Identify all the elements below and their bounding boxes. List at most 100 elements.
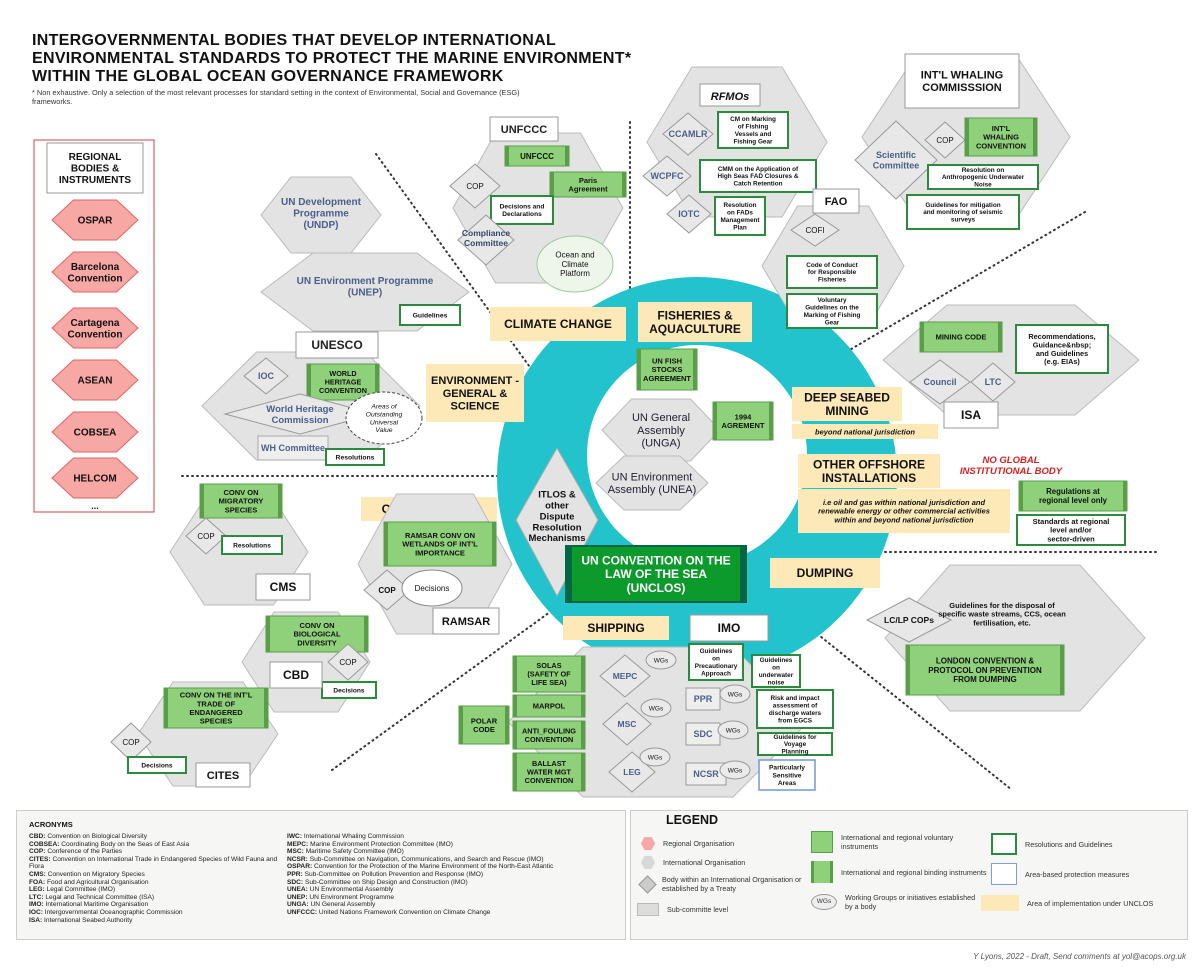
council-label: Council [924, 377, 957, 387]
square-icon [637, 903, 659, 916]
lc-conv-bar-r [1060, 645, 1064, 695]
leg-wgs-label: WGs [648, 754, 663, 761]
isa-mining-bar-r [998, 322, 1002, 352]
imo-bwm-box [512, 752, 586, 792]
isa-mining-box [919, 321, 1003, 353]
iwc-title-box [904, 53, 1020, 109]
no-global-regs-bar-r [1123, 481, 1127, 511]
regional-item-5: HELCOM [73, 474, 116, 485]
unesco-title-label: UNESCO [311, 338, 362, 352]
acronym-item: FOA: Food and Agricultural Organisation [29, 878, 149, 886]
legend-intl: International Organisation [641, 856, 811, 869]
unfccc-compliance-diamond [457, 214, 515, 266]
unep-guidelines-label: Guidelines [413, 312, 448, 319]
fish-stocks-box [636, 348, 698, 391]
regional-more: ... [91, 501, 99, 511]
cites-title-box [195, 762, 251, 788]
wg-icon: WGs [811, 894, 837, 910]
ltc-label: LTC [985, 377, 1002, 387]
isa-recs-box [1015, 324, 1109, 374]
cms-conv-bar-r [278, 484, 282, 518]
cms-title-box [255, 573, 311, 601]
acronym-item: LTC: Legal and Technical Committee (ISA) [29, 893, 155, 901]
acronyms-panel: ACRONYMS CBD: Convention on Biological D… [16, 810, 626, 940]
cbd-decisions-label: Decisions [333, 687, 364, 694]
ppr-wgs-shape [719, 684, 751, 704]
cms-title: CMS [270, 580, 297, 594]
cites-conv-box [163, 687, 269, 729]
ioc-label: IOC [258, 371, 275, 381]
area-environment-box [426, 364, 524, 422]
area-fisheries-box [638, 302, 752, 342]
cbd-conv-bar-r [364, 616, 368, 652]
legend-body: Body within an International Organisatio… [638, 874, 821, 894]
imo-title-box [689, 614, 769, 642]
unfccc-paris-box [549, 171, 627, 198]
agreement-1994-bar-r [769, 402, 773, 440]
page-title: INTERGOVERNMENTAL BODIES THAT DEVELOP IN… [32, 32, 632, 85]
imo-afs-bar-l [513, 721, 517, 749]
ppr-label: PPR [694, 694, 713, 704]
rfmos-cm1-box [717, 111, 789, 149]
unfccc-title-label: UNFCCC [501, 124, 547, 136]
lc-conv-bar-l [906, 645, 910, 695]
acronym-item: CMS: Convention on Migratory Species [29, 870, 145, 878]
ramsar-title: RAMSAR [442, 616, 490, 628]
lc-cops: LC/LP COPs [884, 615, 934, 625]
isa-mining-label: MINING CODE [936, 333, 987, 342]
acronym-item: UNFCCC: United Nations Framework Convent… [287, 908, 491, 916]
imo-polar-bar-l [459, 706, 463, 744]
isa-mining-bar-l [920, 322, 924, 352]
whc-conv-bar-r [375, 364, 379, 400]
credit-line: Y Lyons, 2022 - Draft, Send comments at … [973, 952, 1186, 961]
whc-conv-bar-l [307, 364, 311, 400]
acronym-item: COP: Conference of the Parties [29, 848, 123, 856]
agreement-1994-bar-l [713, 402, 717, 440]
regional-item-4: COBSEA [74, 428, 117, 439]
cms-cop: COP [197, 532, 214, 541]
cms-conv-box [199, 483, 283, 519]
isa-title-box [943, 401, 999, 429]
wcpfc-diamond [642, 155, 692, 197]
ramsar-cop-diamond [363, 569, 411, 611]
area-environment-label: ENVIRONMENT -GENERAL &SCIENCE [431, 375, 519, 412]
leg-wgs-shape [639, 747, 671, 767]
regional-item-0: OSPAR [78, 216, 114, 227]
cbd-title: CBD [283, 668, 309, 682]
imo-solas-bar-r [581, 656, 585, 692]
msc-wgs-shape [640, 698, 672, 718]
iwc-res-box [927, 164, 1039, 190]
lc-conv-box [905, 644, 1065, 696]
imo-bwm-bar-r [581, 753, 585, 791]
cofi-diamond [790, 213, 840, 247]
ouv-ellipse [345, 391, 423, 445]
ioc-diamond [243, 357, 289, 395]
fao-title: FAO [825, 196, 848, 208]
intl-hex-icon [641, 856, 655, 869]
area-deep-seabed-box [792, 387, 902, 421]
acronym-item: OSPAR: Convention for the Protection of … [287, 863, 554, 871]
ncsr-label: NCSR [693, 769, 719, 779]
fish-stocks-bar-l [637, 349, 641, 390]
acronym-item: MEPC: Marine Environment Protection Comm… [287, 840, 453, 848]
unep-guidelines-box [399, 304, 461, 326]
mepc-wgs-label: WGs [654, 657, 669, 664]
